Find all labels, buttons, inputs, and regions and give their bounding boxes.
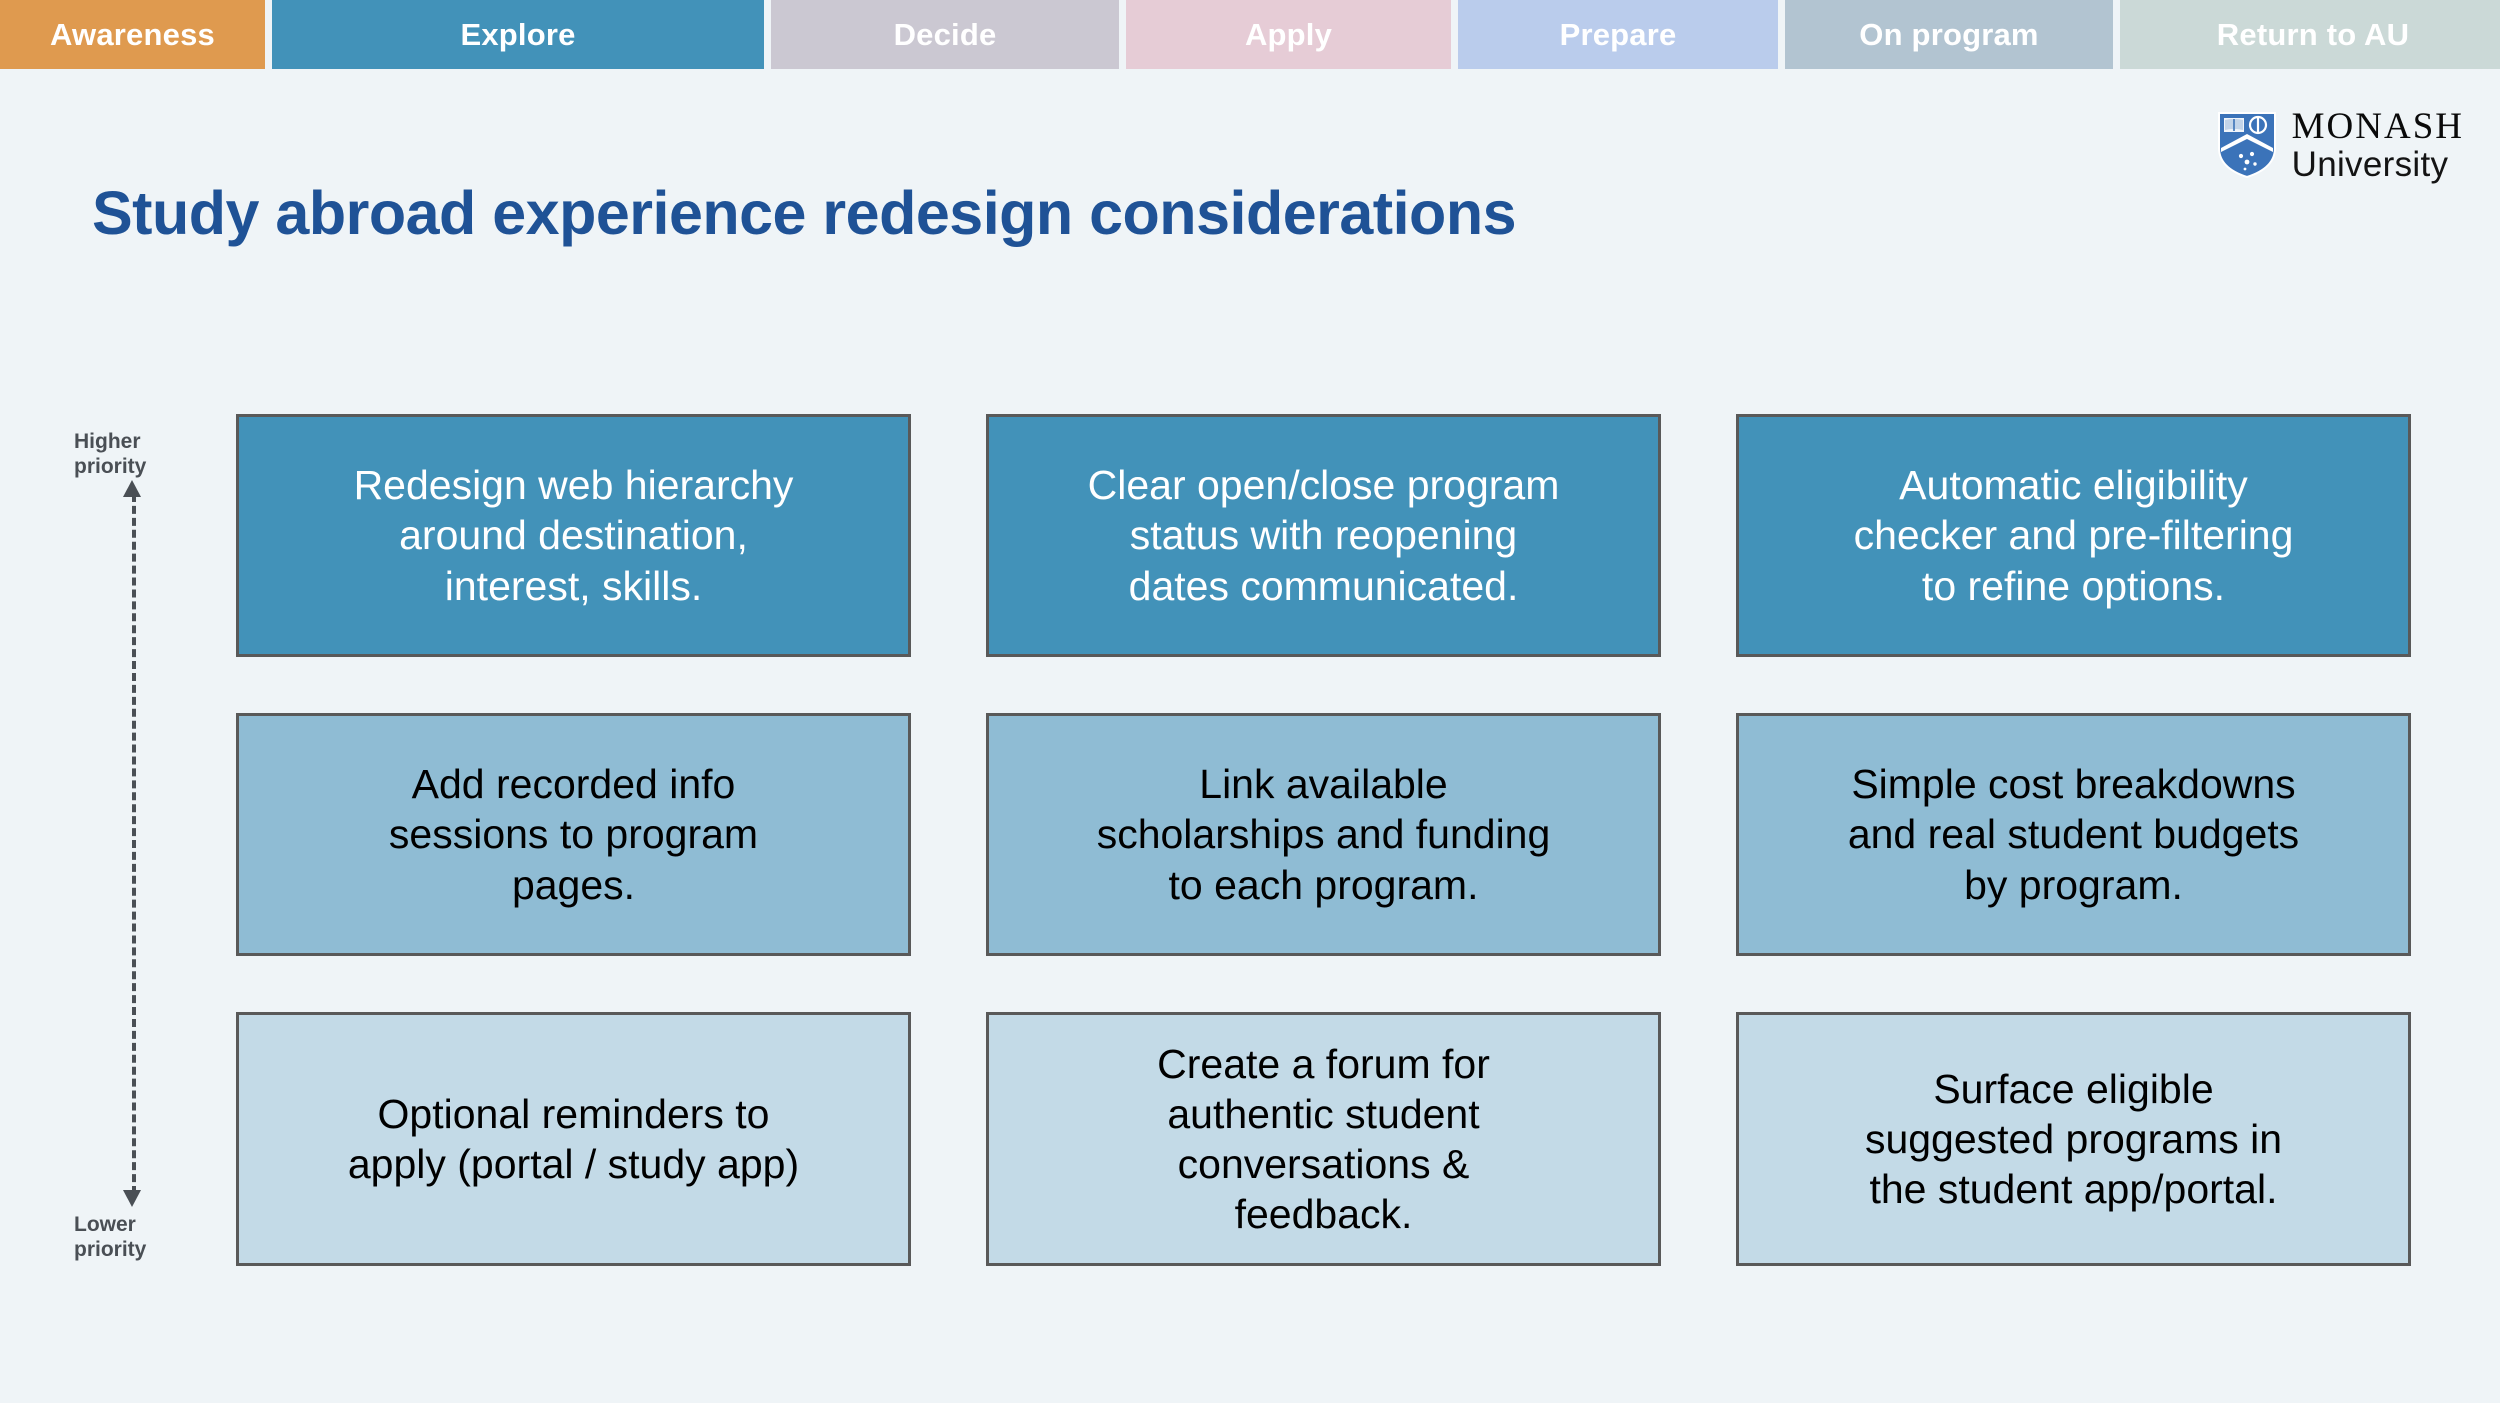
journey-stage-label: On program xyxy=(1859,16,2039,52)
journey-stage-bar: Awareness Explore Decide Apply Prepare On pro… xyxy=(0,0,2500,69)
journey-stage-label: Awareness xyxy=(50,16,215,52)
consideration-card[interactable]: Automatic eligibility checker and pre-fi… xyxy=(1736,414,2411,657)
journey-stage-return-to-au[interactable]: Return to AU xyxy=(2120,0,2500,69)
journey-stage-explore[interactable]: Explore xyxy=(272,0,764,69)
page-title: Study abroad experience redesign conside… xyxy=(92,179,1517,247)
logo-wordmark-monash: MONASH xyxy=(2291,106,2464,147)
consideration-card-text: Clear open/close program status with reo… xyxy=(1087,462,1560,609)
consideration-card[interactable]: Clear open/close program status with reo… xyxy=(986,414,1661,657)
consideration-card-grid: Redesign web hierarchy around destinatio… xyxy=(236,414,2412,1266)
consideration-card[interactable]: Surface eligible suggested programs in t… xyxy=(1736,1012,2411,1266)
journey-stage-on-program[interactable]: On program xyxy=(1785,0,2113,69)
consideration-card[interactable]: Optional reminders to apply (portal / st… xyxy=(236,1012,911,1266)
lower-priority-label: Lower priority xyxy=(74,1213,147,1261)
journey-stage-label: Explore xyxy=(460,16,576,52)
consideration-card-text: Automatic eligibility checker and pre-fi… xyxy=(1853,462,2294,609)
journey-stage-apply[interactable]: Apply xyxy=(1126,0,1451,69)
consideration-card-text: Add recorded info sessions to program pa… xyxy=(388,761,759,908)
consideration-card[interactable]: Redesign web hierarchy around destinatio… xyxy=(236,414,911,657)
consideration-card-text: Redesign web hierarchy around destinatio… xyxy=(353,462,794,609)
dashed-axis-line xyxy=(132,494,136,1194)
higher-priority-label: Higher priority xyxy=(74,430,147,478)
journey-stage-label: Return to AU xyxy=(2216,16,2410,52)
consideration-card-text: Surface eligible suggested programs in t… xyxy=(1864,1065,2283,1212)
arrow-down-icon xyxy=(123,1190,141,1207)
monash-crest-icon xyxy=(2217,112,2276,178)
consideration-card[interactable]: Link available scholarships and funding … xyxy=(986,713,1661,956)
consideration-card-text: Link available scholarships and funding … xyxy=(1096,761,1551,908)
consideration-card[interactable]: Add recorded info sessions to program pa… xyxy=(236,713,911,956)
journey-stage-label: Apply xyxy=(1244,16,1333,52)
consideration-card-text: Create a forum for authentic student con… xyxy=(1157,1040,1490,1238)
consideration-card-text: Optional reminders to apply (portal / st… xyxy=(347,1090,800,1187)
journey-stage-label: Decide xyxy=(893,16,997,52)
consideration-card[interactable]: Simple cost breakdowns and real student … xyxy=(1736,713,2411,956)
journey-stage-decide[interactable]: Decide xyxy=(771,0,1119,69)
monash-university-logo: MONASH University xyxy=(2216,108,2464,182)
logo-wordmark-university: University xyxy=(2291,145,2449,184)
arrow-up-icon xyxy=(123,480,141,497)
journey-stage-prepare[interactable]: Prepare xyxy=(1458,0,1778,69)
consideration-card-text: Simple cost breakdowns and real student … xyxy=(1847,761,2300,908)
priority-axis: Higher priority Lower priority xyxy=(60,430,210,1261)
consideration-card[interactable]: Create a forum for authentic student con… xyxy=(986,1012,1661,1266)
journey-stage-label: Prepare xyxy=(1559,16,1677,52)
journey-stage-awareness[interactable]: Awareness xyxy=(0,0,265,69)
